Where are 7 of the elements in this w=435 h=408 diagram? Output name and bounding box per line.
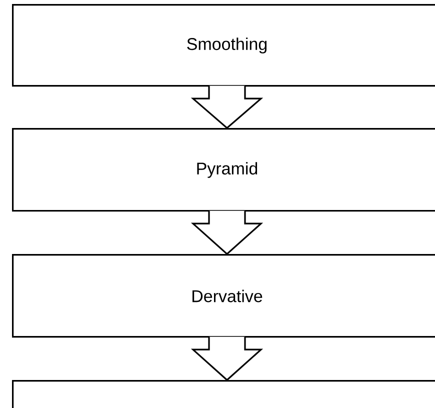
empty-box — [12, 380, 435, 408]
process-box: Smoothing — [12, 4, 435, 87]
block-arrow — [190, 336, 264, 382]
block-arrow — [190, 84, 264, 130]
process-box: Dervative — [12, 254, 435, 338]
process-box: Pyramid — [12, 128, 435, 212]
block-arrow — [190, 210, 264, 256]
